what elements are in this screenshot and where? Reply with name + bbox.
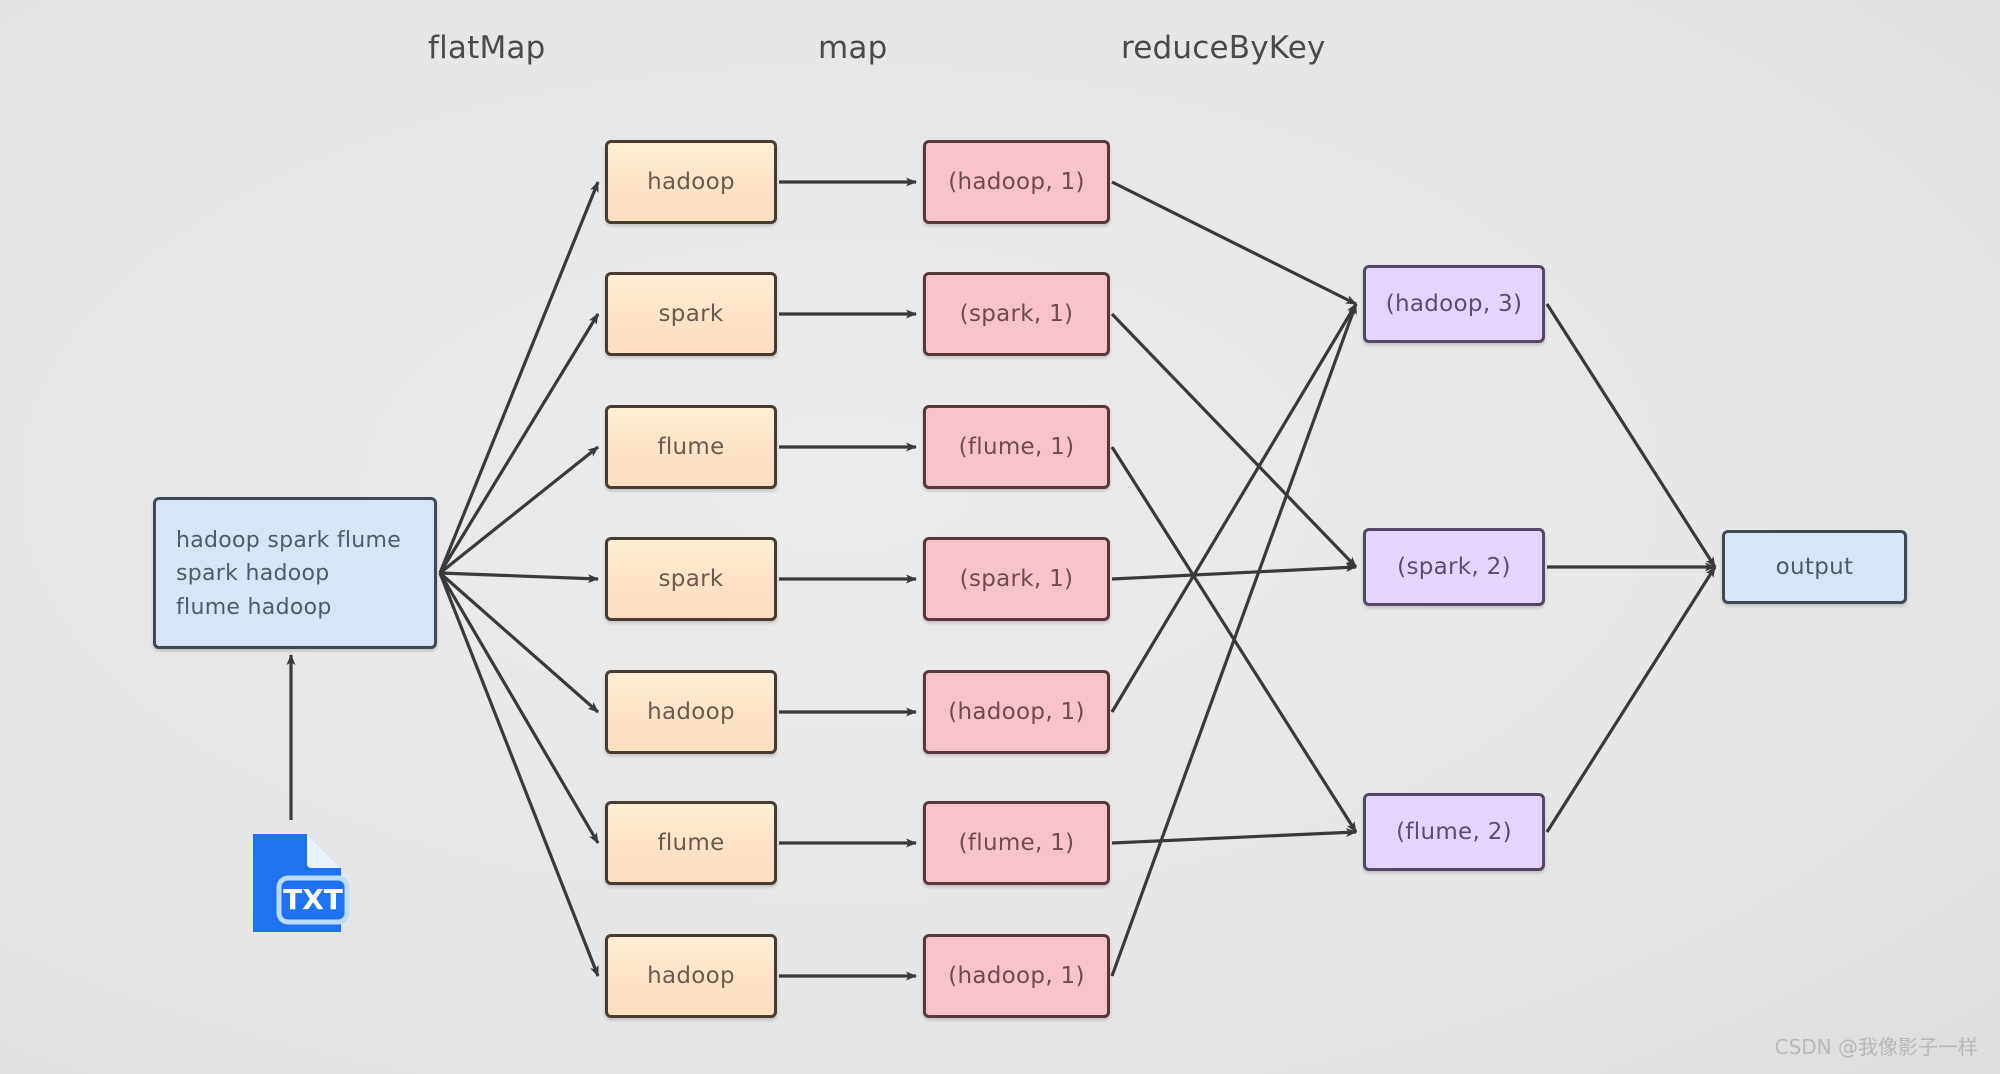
edge-input-to-flatmap-2: [439, 445, 599, 575]
flatmap-node-1: spark: [605, 272, 777, 356]
flatmap-node-3: spark: [605, 537, 777, 621]
input-text-box: hadoop spark flume spark hadoop flume ha…: [153, 497, 437, 649]
map-node-4: (hadoop, 1): [923, 670, 1110, 754]
map-node-5: (flume, 1): [923, 801, 1110, 885]
edge-map-4-to-reduce-0: [1110, 303, 1358, 713]
flatmap-node-2: flume: [605, 405, 777, 489]
map-node-6: (hadoop, 1): [923, 934, 1110, 1018]
svg-text:TXT: TXT: [283, 883, 343, 916]
output-box: output: [1722, 530, 1907, 604]
edge-input-to-flatmap-5: [438, 572, 600, 844]
input-line-1: hadoop spark flume: [176, 528, 402, 553]
txt-file-icon[interactable]: TXT: [245, 828, 355, 938]
edge-input-to-flatmap-4: [438, 571, 600, 714]
stage-label-map: map: [818, 30, 888, 66]
reduce-node-1: (spark, 2): [1363, 528, 1545, 606]
edge-reduce-2-to-output: [1545, 566, 1717, 833]
reduce-node-0: (hadoop, 3): [1363, 265, 1545, 343]
edge-map-0-to-reduce-0: [1111, 180, 1357, 306]
map-node-1: (spark, 1): [923, 272, 1110, 356]
edge-input-to-flatmap-3: [439, 571, 599, 584]
edge-map-6-to-reduce-0: [1110, 303, 1358, 977]
map-node-3: (spark, 1): [923, 537, 1110, 621]
edge-reduce-0-to-output: [1545, 303, 1717, 568]
edge-map-5-to-reduce-2: [1111, 827, 1357, 845]
map-node-0: (hadoop, 1): [923, 140, 1110, 224]
flatmap-node-0: hadoop: [605, 140, 777, 224]
map-node-2: (flume, 1): [923, 405, 1110, 489]
edge-input-to-flatmap-0: [438, 181, 600, 574]
flatmap-node-4: hadoop: [605, 670, 777, 754]
reduce-node-2: (flume, 2): [1363, 793, 1545, 871]
input-line-3: flume hadoop: [176, 594, 332, 620]
input-line-2: spark hadoop: [176, 561, 330, 587]
stage-label-reducebykey: reduceByKey: [1121, 30, 1326, 66]
edge-map-3-to-reduce-1: [1111, 562, 1357, 581]
edge-input-to-flatmap-1: [438, 313, 600, 574]
flatmap-node-5: flume: [605, 801, 777, 885]
edge-map-1-to-reduce-1: [1110, 312, 1358, 569]
stage-label-flatmap: flatMap: [428, 30, 546, 66]
watermark: CSDN @我像影子一样: [1774, 1035, 1978, 1059]
edge-input-to-flatmap-6: [438, 572, 600, 977]
flatmap-node-6: hadoop: [605, 934, 777, 1018]
